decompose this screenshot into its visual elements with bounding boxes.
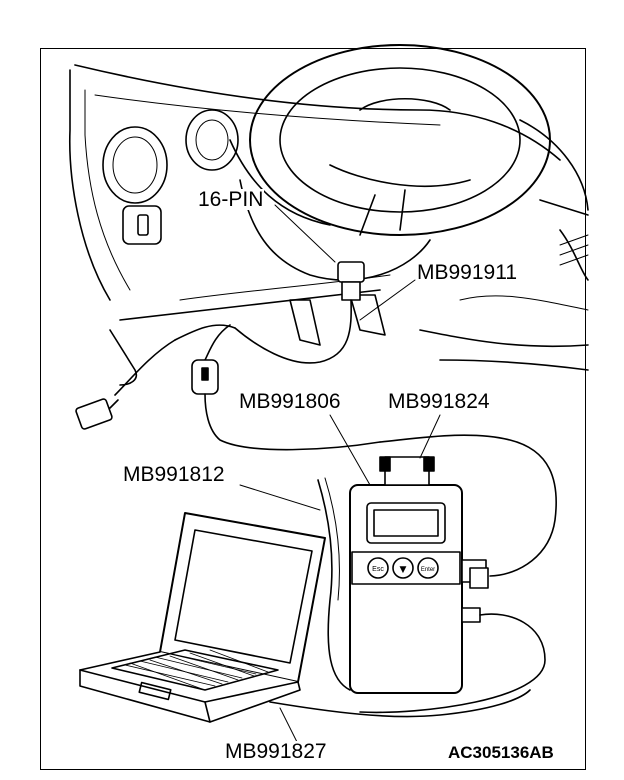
vci-button-esc: Esc — [372, 566, 384, 573]
vci-buttons — [367, 557, 439, 579]
label-mb991911: MB991911 — [416, 261, 519, 284]
mb991812-cable — [239, 477, 351, 691]
label-mb991827: MB991827 — [224, 740, 328, 763]
label-mb991824: MB991824 — [387, 390, 491, 413]
laptop-illustration — [79, 512, 531, 749]
label-mb991812: MB991812 — [122, 463, 226, 486]
figure-frame — [40, 48, 586, 770]
mb991824-vci-unit — [329, 414, 546, 714]
vci-button-enter: Enter — [421, 567, 435, 573]
vci-button-down: ▼ — [400, 565, 407, 575]
mb991911-cable — [75, 204, 557, 577]
label-mb991806: MB991806 — [238, 390, 342, 413]
label-16-pin: 16-PIN — [197, 188, 265, 211]
figure-code: AC305136AB — [448, 743, 554, 762]
dashboard-illustration — [68, 44, 589, 386]
